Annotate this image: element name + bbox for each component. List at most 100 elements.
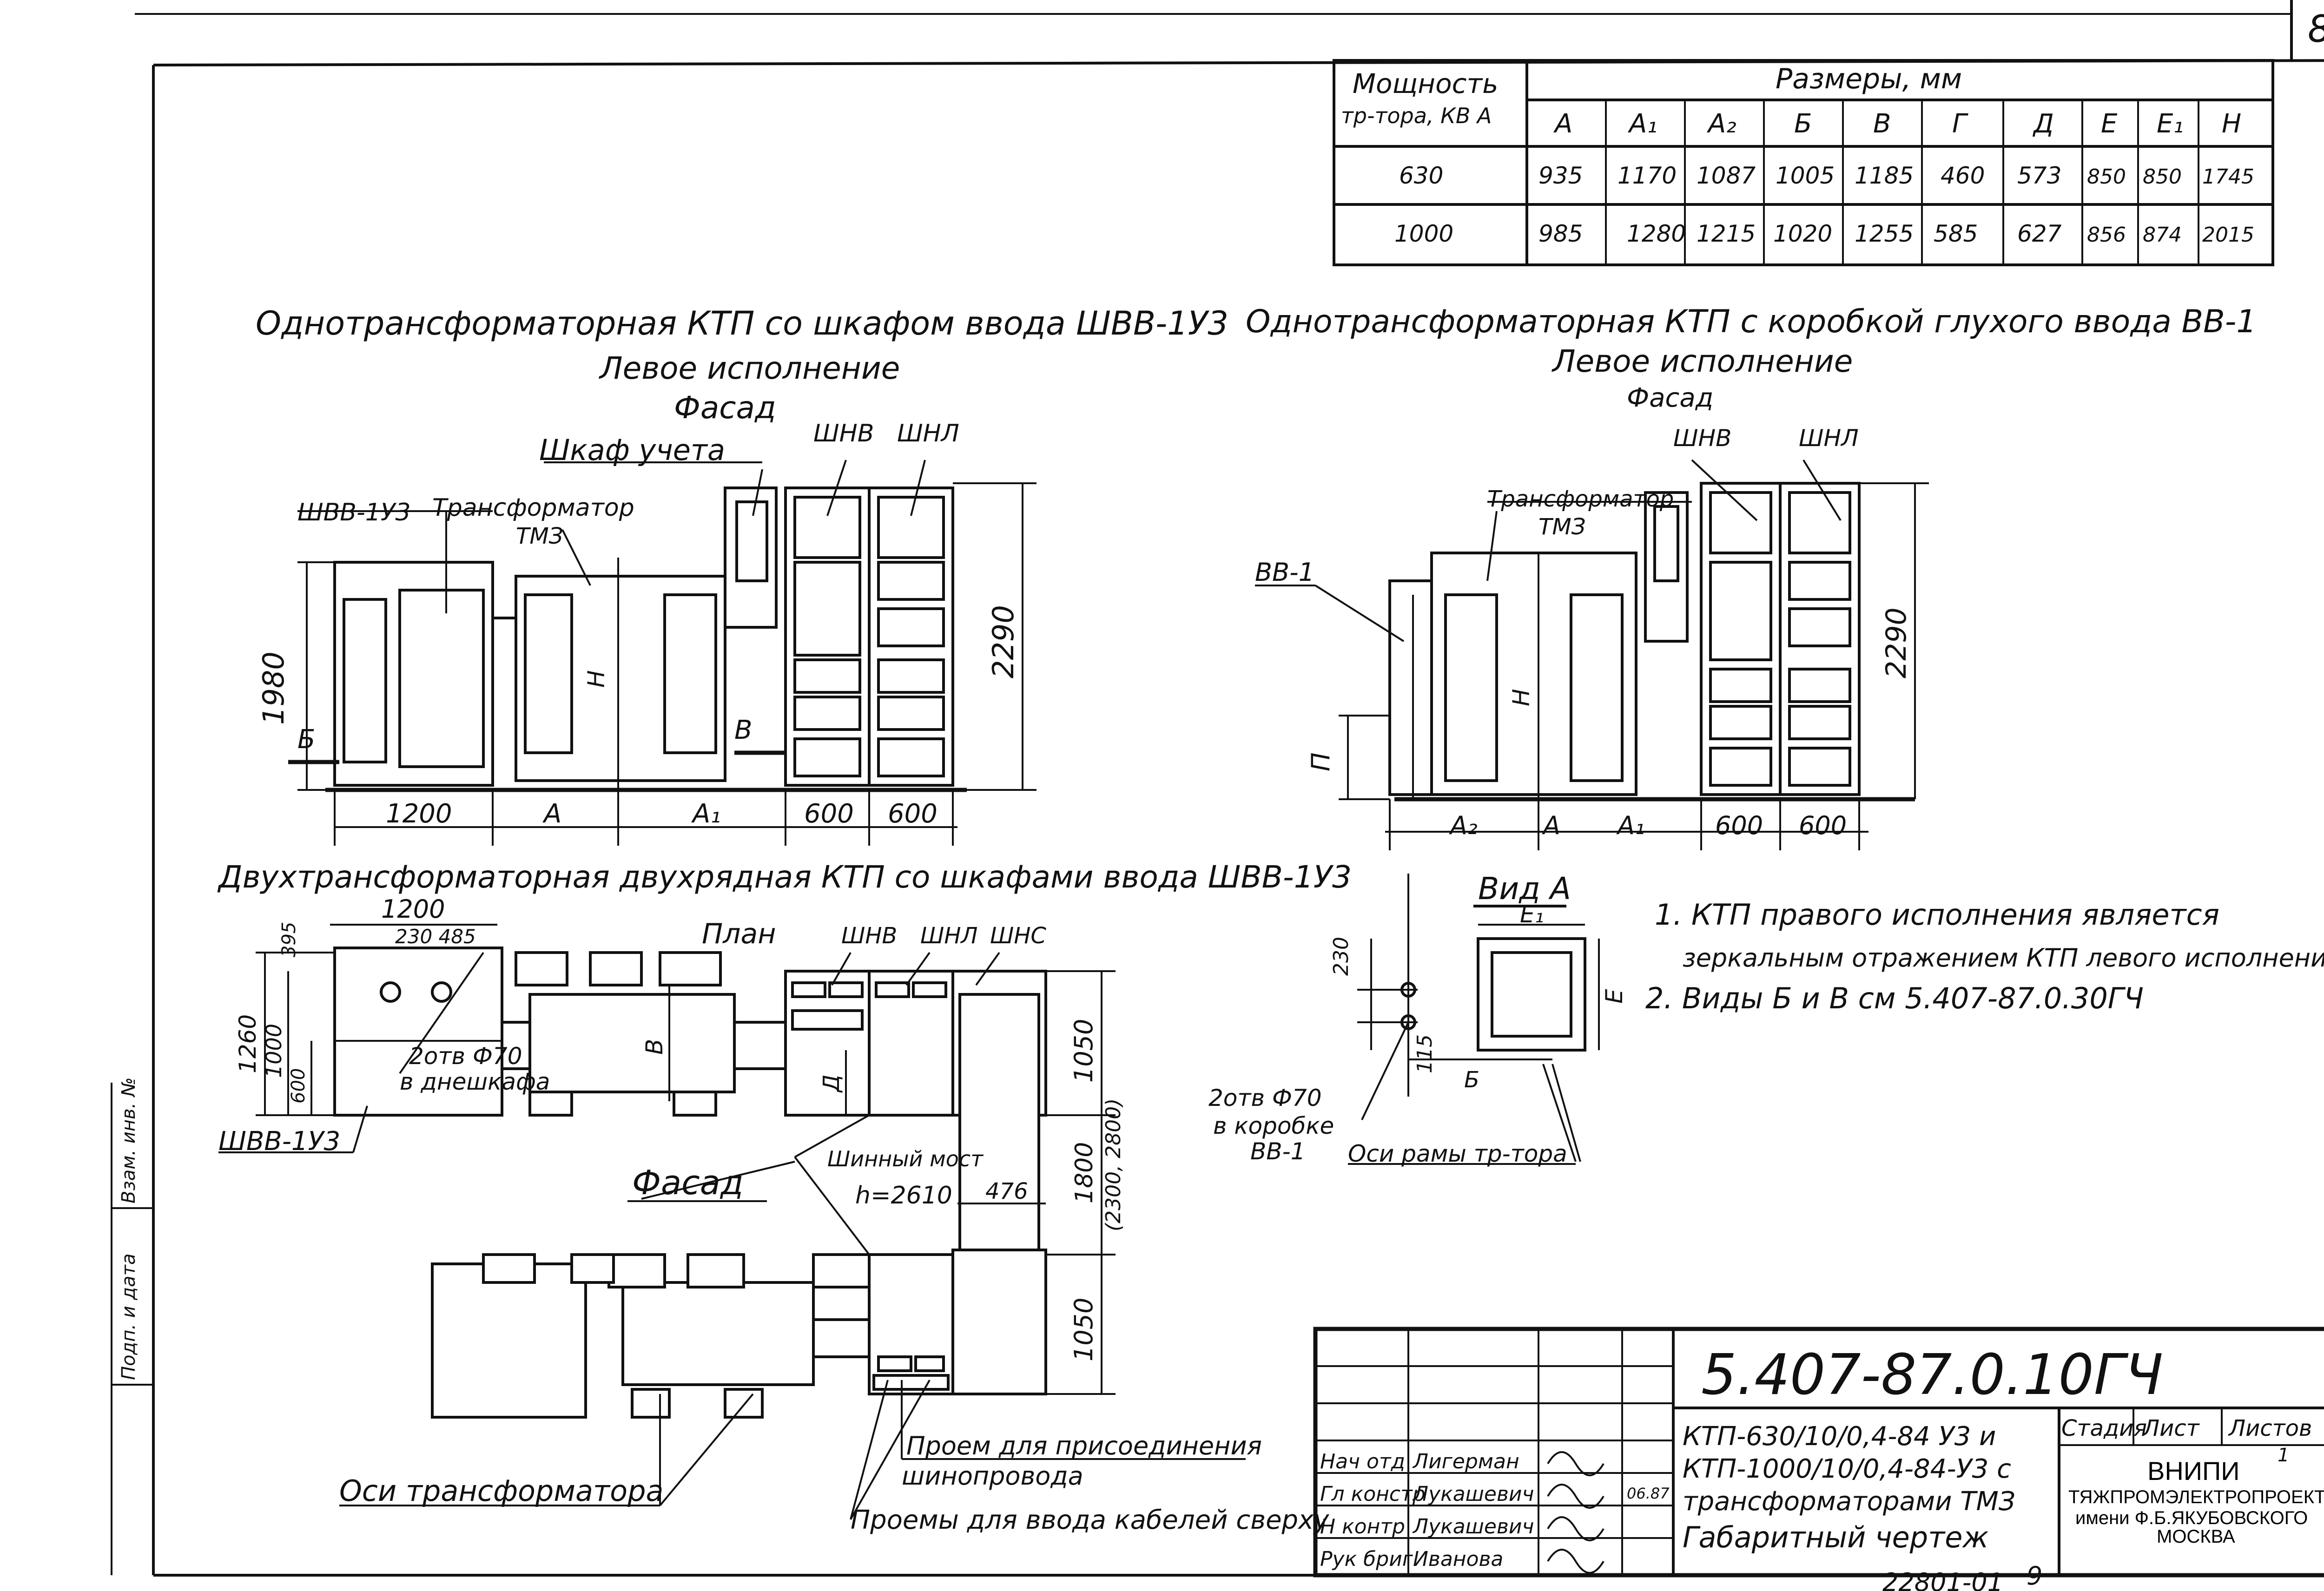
double-label-transformer-axes: Оси трансформатора	[339, 1474, 663, 1508]
title-org-3: имени Ф.Б.ЯКУБОВСКОГО	[2075, 1508, 2308, 1528]
col-header: Е	[2101, 109, 2118, 139]
cell: 856	[2087, 223, 2126, 247]
title-name: Лигерман	[1412, 1450, 1519, 1473]
title-name: Лукашевич	[1412, 1482, 1534, 1506]
right-dim-2290: 2290	[1880, 607, 1913, 678]
left-label-shnl: ШНЛ	[897, 420, 959, 447]
title-description-4: Габаритный чертеж	[1683, 1520, 1988, 1554]
title-description-3: трансформаторами ТМЗ	[1683, 1486, 2015, 1517]
note-2: 2. Виды Б и В см 5.407-87.0.30ГЧ	[1645, 981, 2144, 1015]
left-label-h: Н	[583, 670, 610, 688]
cell: 1087	[1697, 162, 1756, 189]
double-label-shns: ШНС	[990, 923, 1046, 949]
col-header: Г	[1952, 109, 1968, 139]
margin-stamp: Взам. инв. № Подп. и дата	[111, 1077, 153, 1575]
col-header: А₂	[1707, 109, 1736, 139]
left-dim-1980: 1980	[257, 651, 290, 725]
table-header-power-1: Мощность	[1353, 68, 1498, 99]
title-stage-header: Стадия	[2061, 1415, 2147, 1441]
sheet-number: 8	[2308, 7, 2324, 51]
double-dim-1000: 1000	[261, 1024, 286, 1078]
double-dim-1050-bottom: 1050	[1069, 1298, 1098, 1361]
cell: 1280	[1627, 220, 1686, 247]
left-facade-drawing	[288, 460, 1037, 846]
double-label-busbar-opening-1: Проем для присоединения	[906, 1431, 1262, 1460]
left-view-subtitle: Левое исполнение	[599, 350, 900, 386]
col-header: В	[1873, 109, 1891, 139]
left-view-name: Фасад	[674, 390, 776, 426]
left-dim-bottom: А	[542, 799, 561, 829]
col-header: Д	[2032, 109, 2054, 139]
title-name: Лукашевич	[1412, 1515, 1534, 1538]
right-label-transformer: Трансформатор	[1487, 486, 1674, 512]
left-dim-bottom: А₁	[691, 799, 721, 829]
double-dim-1260: 1260	[234, 1014, 261, 1073]
note-1-cont: зеркальным отражением КТП левого исполне…	[1683, 943, 2324, 973]
margin-label-2: Подп. и дата	[118, 1254, 139, 1380]
double-dim-600: 600	[288, 1068, 309, 1104]
title-doc-code: 5.407-87.0.10ГЧ	[1701, 1343, 2163, 1407]
view-a-label-b: Б	[1464, 1067, 1479, 1093]
cell: 627	[2017, 220, 2062, 247]
double-label-shnv: ШНВ	[841, 923, 897, 949]
right-dim-bottom: А	[1542, 811, 1560, 840]
double-label-b: В	[641, 1039, 668, 1055]
cell: 1170	[1618, 162, 1677, 189]
left-dim-bottom: 600	[804, 799, 854, 829]
right-view-subtitle: Левое исполнение	[1552, 343, 1853, 379]
footer-page: 9	[2027, 1561, 2042, 1591]
left-label-v-arrow: В	[734, 715, 752, 745]
left-label-transformer: Трансформатор	[432, 494, 634, 522]
cell: 985	[1538, 220, 1583, 247]
title-role: Н контр	[1320, 1515, 1405, 1538]
cell: 874	[2143, 223, 2182, 247]
margin-label-1: Взам. инв. №	[118, 1077, 139, 1203]
table-header-power-2: тр-тора, КВ А	[1341, 103, 1492, 128]
col-header: А	[1553, 109, 1572, 139]
view-a-hole-1: 2отв Ф70	[1208, 1085, 1322, 1111]
right-label-vv1: ВВ-1	[1255, 558, 1314, 587]
double-view-title: Двухтрансформаторная двухрядная КТП со ш…	[217, 859, 1352, 895]
left-label-tmz: ТМЗ	[516, 523, 563, 549]
cell: 935	[1538, 162, 1583, 189]
double-dim-1200: 1200	[381, 894, 445, 924]
cell: 573	[2017, 162, 2061, 189]
double-label-busbar-opening-2: шинопровода	[902, 1461, 1083, 1491]
title-name: Иванова	[1413, 1547, 1503, 1571]
left-label-shvv: ШВВ-1У3	[297, 499, 411, 526]
col-header: Б	[1794, 109, 1812, 139]
col-header: Е₁	[2157, 109, 2184, 139]
view-a-dim-115: 115	[1413, 1034, 1437, 1073]
cell: 460	[1941, 162, 1985, 189]
footer-code: 22801-01	[1882, 1568, 2003, 1591]
table-row: 630 935 1170 1087 1005 1185 460 573 850 …	[1399, 162, 2254, 189]
view-a-drawing	[1357, 874, 1600, 1162]
row-power: 630	[1399, 162, 1443, 189]
right-facade-drawing	[1255, 459, 1929, 850]
title-org-1: ВНИПИ	[2147, 1456, 2240, 1486]
col-header: А₁	[1628, 109, 1657, 139]
double-dim-476: 476	[985, 1178, 1028, 1204]
view-a-axes-label: Оси рамы тр-тора	[1348, 1140, 1567, 1167]
col-header: Н	[2222, 109, 2241, 139]
left-label-b-arrow: Б	[297, 724, 315, 755]
signature-marks	[1547, 1451, 1604, 1574]
right-label-tmz: ТМЗ	[1538, 514, 1586, 540]
title-description-1: КТП-630/10/0,4-84 У3 и	[1683, 1421, 1996, 1452]
left-label-meter-cabinet: Шкаф учета	[539, 433, 725, 467]
left-dim-bottom: 600	[888, 799, 938, 829]
view-a-dim-230: 230	[1329, 937, 1353, 976]
double-dim-2300-2800: (2300, 2800)	[1102, 1098, 1125, 1231]
double-dim-1800: 1800	[1070, 1142, 1098, 1203]
cell: 1255	[1855, 220, 1914, 247]
right-label-shnv: ШНВ	[1673, 425, 1731, 452]
double-label-shvv: ШВВ-1У3	[218, 1126, 340, 1157]
left-view-title: Однотрансформаторная КТП со шкафом ввода…	[256, 304, 1228, 342]
title-org-4: МОСКВА	[2157, 1526, 2235, 1547]
view-a-label-e1: Е₁	[1520, 901, 1544, 928]
title-sheet-header: Лист	[2142, 1415, 2200, 1441]
double-dim-1050-top: 1050	[1069, 1019, 1098, 1083]
title-role: Рук бриг	[1320, 1547, 1413, 1571]
double-busbar-label: Шинный мост	[827, 1146, 984, 1171]
